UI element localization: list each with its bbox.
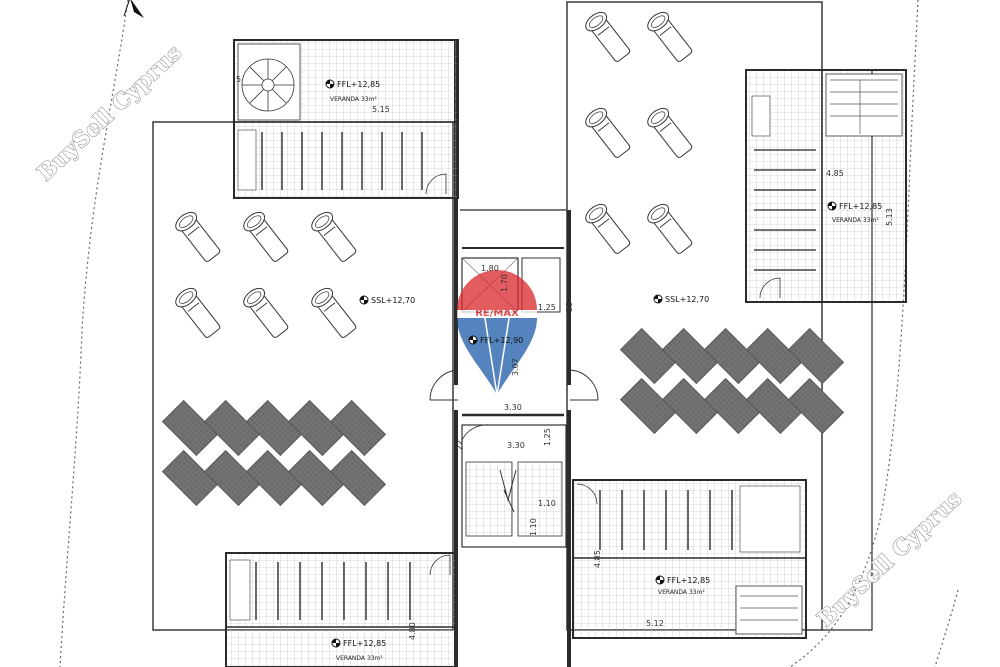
veranda-bottom-right xyxy=(572,479,807,639)
core-dim-stair-top: 1.25 xyxy=(543,428,552,446)
veranda-level-bottom-left: FFL+12,85 xyxy=(343,639,386,648)
veranda-level-bottom-right: FFL+12,85 xyxy=(667,576,710,585)
core-dim-height: 3.07 xyxy=(511,358,520,376)
veranda-dim-bottom-left: 4.80 xyxy=(408,622,417,640)
veranda-top-left xyxy=(233,39,459,199)
veranda-dim-right-upper: 4.85 xyxy=(826,169,844,178)
level-label-right-terrace: SSL+12,70 xyxy=(665,295,709,304)
watermark-top-left: BuySell Cyprus xyxy=(32,40,187,187)
veranda-bottom-left xyxy=(225,552,457,667)
watermark-bottom-right: BuySell Cyprus xyxy=(812,486,967,633)
core-dim-stair-bottom: 1.10 xyxy=(529,518,538,536)
veranda-name-top-left: VERANDA 33m² xyxy=(330,96,377,103)
veranda-right-upper xyxy=(745,69,907,303)
spiral-stair-icon xyxy=(241,58,295,112)
site-boundary xyxy=(59,0,959,667)
veranda-level-right-upper: FFL+12,85 xyxy=(839,202,882,211)
core-dim-offset: 22 xyxy=(455,440,464,450)
veranda-dim-bottom-right: 5.12 xyxy=(646,619,664,628)
core-stair xyxy=(461,424,567,548)
veranda-level-top-left: FFL+12,85 xyxy=(337,80,380,89)
veranda-dim-top-left: 5.15 xyxy=(372,105,390,114)
remax-logo-text: RE/MAX xyxy=(475,308,519,319)
core-dim-width-lower: 3.30 xyxy=(507,441,525,450)
level-label-left-terrace: SSL+12,70 xyxy=(371,296,415,305)
veranda-name-bottom-left: VERANDA 33m² xyxy=(336,655,383,662)
veranda-dim-top-left-side: 5 xyxy=(236,75,241,84)
core-dim-width-upper: 3.30 xyxy=(504,403,522,412)
core-arches xyxy=(429,369,599,401)
core-dim-wall: 25 xyxy=(565,302,574,312)
remax-balloon-icon: RE/MAX xyxy=(457,270,537,396)
veranda-dim-bottom-right-side: 4.85 xyxy=(593,550,602,568)
level-label-core: FFL+12,90 xyxy=(480,336,523,345)
veranda-name-bottom-right: VERANDA 33m² xyxy=(658,589,705,596)
north-arrow-icon xyxy=(123,0,144,18)
veranda-dim-right-upper-side: 5.13 xyxy=(885,208,894,226)
core-dim-lift-depth: 1.70 xyxy=(500,274,509,292)
veranda-name-right-upper: VERANDA 33m² xyxy=(832,217,879,224)
core-dim-stair-mid: 1.10 xyxy=(538,499,556,508)
core-dim-lift-width: 1.80 xyxy=(481,264,499,273)
core-dim-lobby: 1.25 xyxy=(538,303,556,312)
